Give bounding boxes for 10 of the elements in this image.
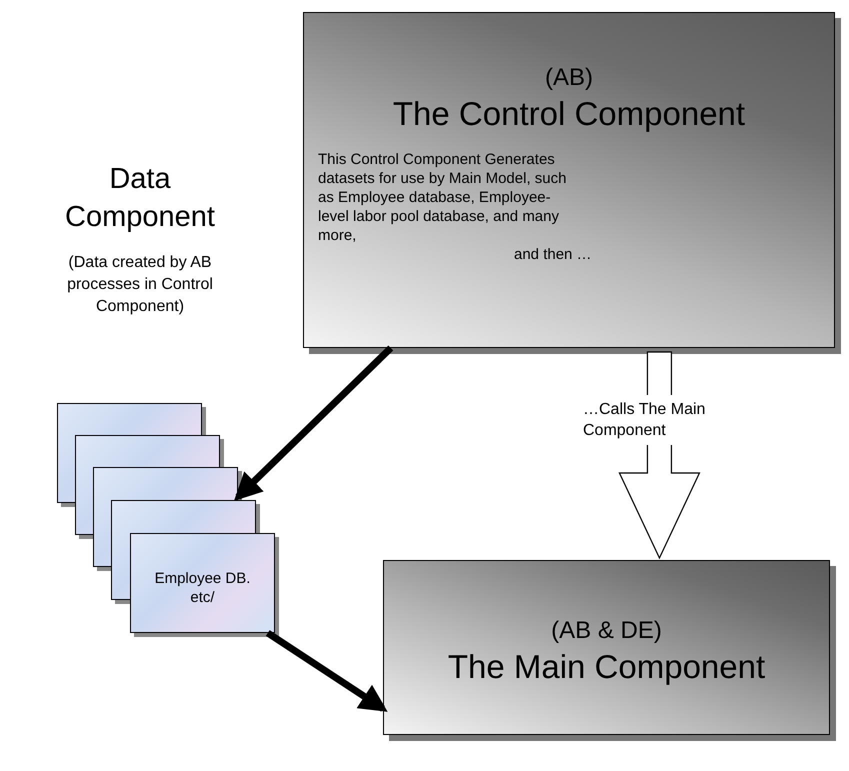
sheet-text: Employee DB. etc/	[154, 569, 252, 608]
section-heading: Data Component	[64, 162, 216, 235]
section-note: (Data created by AB processes in Control Component)	[66, 253, 214, 317]
arrow	[234, 346, 394, 501]
arrow	[266, 630, 388, 712]
component-code: (AB)	[544, 63, 594, 93]
component-title: The Control Component	[392, 94, 746, 134]
component-title: The Main Component	[446, 647, 766, 687]
component-code: (AB & DE)	[550, 616, 663, 646]
description-text: and then …	[514, 245, 592, 264]
